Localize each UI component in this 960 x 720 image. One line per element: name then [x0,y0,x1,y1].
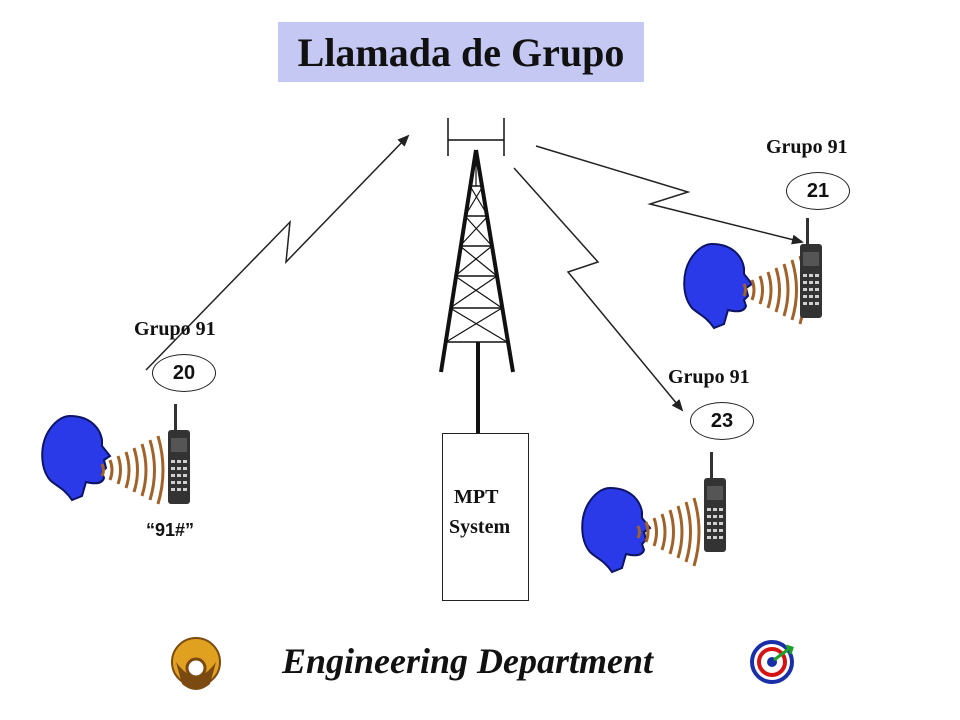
dialed-code: “91#” [146,520,195,540]
downlink-arrow-21 [535,145,804,245]
walkie-talkie-icon [800,218,822,318]
uplink-arrow [145,134,410,371]
walkie-talkie-icon [168,404,190,504]
walkie-talkie-icon [704,452,726,552]
receiver-right-id-badge: 21 [786,172,850,210]
condor-logo-icon [171,637,221,690]
page-title: Llamada de Grupo [297,30,625,75]
system-label: System [449,516,511,538]
sound-waves-icon [742,254,807,326]
caller-group-label: Grupo 91 [134,318,216,340]
sound-waves-icon [100,434,165,506]
receiver-bottom-id-badge: 23 [690,402,754,440]
mpt-label: MPT [454,486,499,508]
radio-tower-icon [439,118,515,433]
head-speaking-icon [41,415,111,501]
footer-department: Engineering Department [282,641,654,681]
head-speaking-icon [683,243,753,329]
title-banner: Llamada de Grupo [278,22,644,82]
downlink-arrow-23 [513,167,684,412]
target-logo-icon [750,640,794,684]
caller-id-badge: 20 [152,354,216,392]
receiver-right-group-label: Grupo 91 [766,136,848,158]
sound-waves-icon [636,496,701,568]
receiver-bottom-group-label: Grupo 91 [668,366,750,388]
mpt-system-box [442,433,529,601]
